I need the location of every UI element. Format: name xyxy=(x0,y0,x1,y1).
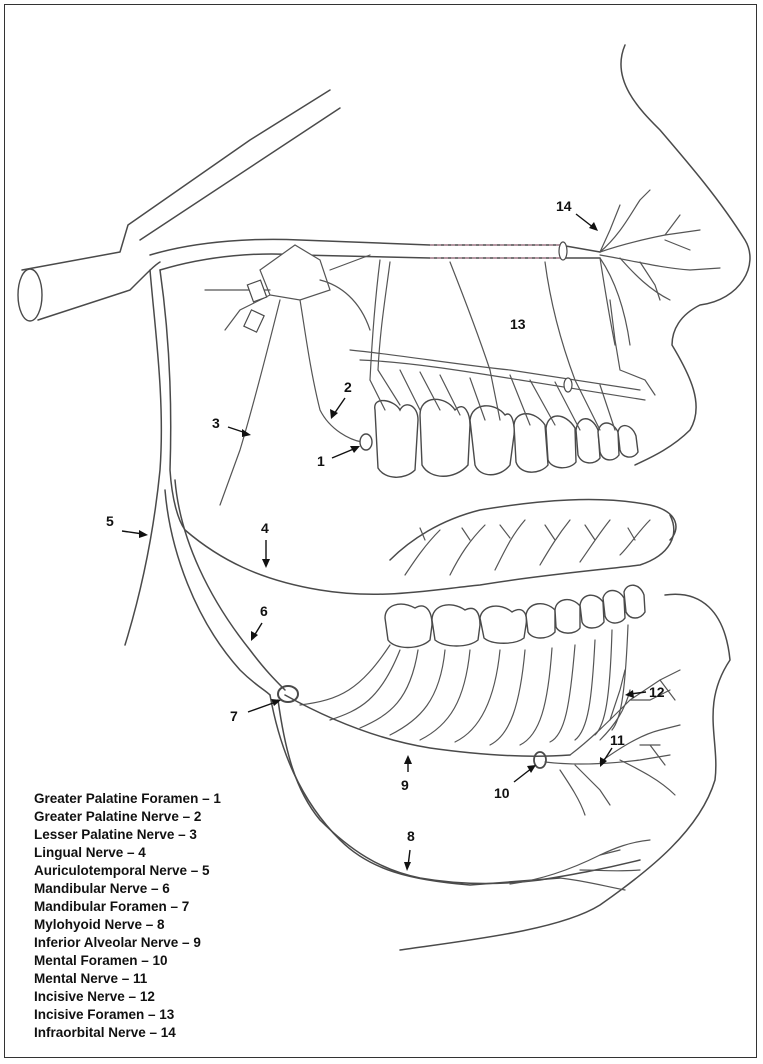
auriculotemporal-nerve xyxy=(124,269,163,646)
legend-item: Incisive Foramen – 13 xyxy=(34,1007,175,1022)
label-2: 2 xyxy=(344,379,352,395)
mandibular-main xyxy=(174,479,286,691)
label-12: 12 xyxy=(649,684,665,700)
legend-item: Mylohyoid Nerve – 8 xyxy=(34,917,165,932)
mylohyoid-nerve xyxy=(277,699,641,885)
legend-item: Mandibular Nerve – 6 xyxy=(34,881,170,896)
superior-alveolar-branches xyxy=(349,259,656,401)
label-10: 10 xyxy=(494,785,510,801)
mandibular-nerve xyxy=(159,269,186,531)
legend-item: Greater Palatine Foramen – 1 xyxy=(34,791,221,806)
lower-lip-chin-profile xyxy=(399,593,731,951)
face-profile xyxy=(620,44,751,466)
label-arrows xyxy=(121,213,647,871)
label-5: 5 xyxy=(106,513,114,529)
label-8: 8 xyxy=(407,828,415,844)
trigeminal-root xyxy=(21,89,331,271)
mental-branches xyxy=(544,724,681,816)
infraorbital-foramen xyxy=(558,241,568,261)
legend-item: Incisive Nerve – 12 xyxy=(34,989,155,1004)
tongue-outline xyxy=(389,498,677,561)
label-11: 11 xyxy=(610,732,625,748)
trigeminal-root-lower xyxy=(37,261,161,321)
label-4: 4 xyxy=(261,520,269,536)
mandibular-foramen xyxy=(277,685,299,703)
lower-root-nerves xyxy=(299,624,629,746)
upper-root-nerves xyxy=(369,369,616,431)
mandible-outline xyxy=(269,694,561,886)
incisive-foramen xyxy=(563,377,573,393)
inferior-alveolar-nerve xyxy=(284,694,571,757)
legend-item: Greater Palatine Nerve – 2 xyxy=(34,809,202,824)
greater-palatine-foramen xyxy=(359,433,373,451)
label-14: 14 xyxy=(556,198,572,214)
infraorbital-canal xyxy=(430,244,560,259)
figure-frame xyxy=(4,4,757,1058)
legend-item: Inferior Alveolar Nerve – 9 xyxy=(34,935,201,950)
legend-item: Lesser Palatine Nerve – 3 xyxy=(34,827,197,842)
label-13: 13 xyxy=(510,316,526,332)
label-1: 1 xyxy=(317,453,325,469)
legend-item: Mandibular Foramen – 7 xyxy=(34,899,190,914)
lower-teeth xyxy=(384,584,646,649)
lingual-branches xyxy=(404,519,651,576)
upper-teeth xyxy=(374,398,639,478)
label-9: 9 xyxy=(401,777,409,793)
legend-item: Mental Nerve – 11 xyxy=(34,971,148,986)
ophthalmic-branch xyxy=(139,107,341,241)
legend: Greater Palatine Foramen – 1 Greater Pal… xyxy=(34,790,221,1042)
infraorbital-branches xyxy=(599,189,721,346)
legend-item: Mental Foramen – 10 xyxy=(34,953,168,968)
label-6: 6 xyxy=(260,603,268,619)
incisive-branches xyxy=(569,669,681,756)
label-7: 7 xyxy=(230,708,238,724)
legend-item: Infraorbital Nerve – 14 xyxy=(34,1025,176,1040)
pterygopalatine-ganglion xyxy=(204,244,371,506)
trigeminal-ganglion-end xyxy=(17,268,43,322)
mylohyoid-branches xyxy=(509,839,651,891)
maxillary-nerve-lower xyxy=(159,253,601,271)
label-3: 3 xyxy=(212,415,220,431)
legend-item: Auriculotemporal Nerve – 5 xyxy=(34,863,210,878)
lingual-nerve xyxy=(184,514,675,596)
mental-foramen xyxy=(533,751,547,769)
maxillary-nerve-upper xyxy=(149,238,601,256)
mandibular-main-outer xyxy=(164,489,271,696)
legend-item: Lingual Nerve – 4 xyxy=(34,845,146,860)
